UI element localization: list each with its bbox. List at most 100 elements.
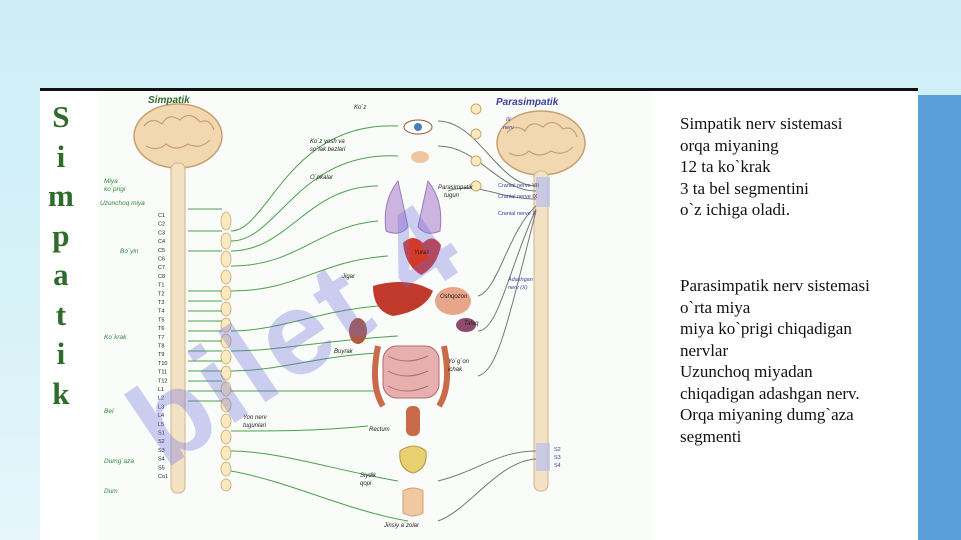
segment-label: S1 [158, 431, 165, 437]
segment-label: C4 [158, 239, 165, 245]
simpatik-letter: S [52, 99, 70, 134]
segment-label: S3 [158, 448, 165, 454]
organ-label-bladder-1: Siydik [360, 473, 377, 479]
sympathetic-chain [220, 211, 232, 492]
organ-label-spleen: Taloq [464, 321, 479, 327]
right-label-vagus-2: nerv (X) [508, 285, 528, 291]
segment-label: T7 [158, 335, 164, 341]
segment-label: C5 [158, 248, 165, 254]
organ-label-kidney: Buyrak [334, 349, 354, 355]
segment-label: T10 [158, 361, 167, 367]
parasimpatik-desc-line: Uzunchoq miyadan [680, 362, 813, 381]
right-label-s4: S4 [554, 463, 561, 469]
region-label: Uzunchoq miya [100, 200, 145, 207]
simpatik-desc-line: orqa miyaning [680, 135, 779, 155]
organ-label-glands-2: so`lak bezlari [310, 147, 346, 153]
simpatik-desc-line: Simpatik nerv sistemasi [680, 114, 843, 133]
segment-label: T2 [158, 291, 164, 297]
organ-label-bladder-2: qopi [360, 481, 372, 487]
organ-label-lungs: O`pkalar [310, 175, 334, 181]
segment-label: S2 [158, 439, 165, 445]
simpatik-letter: a [53, 257, 69, 292]
organ-label-chain-2: tugunlari [243, 423, 267, 429]
right-accent-panel [918, 95, 961, 540]
slide-content: Simpatik Parasimpatik [40, 91, 918, 540]
organ-label-intestine-2: ichak [448, 367, 463, 373]
region-label: Ko`krak [104, 334, 127, 341]
simpatik-letter: i [56, 138, 66, 174]
right-label-cranial-ix: Cranial nerve IX [498, 194, 538, 200]
segment-label: C1 [158, 213, 165, 219]
parasimpatik-desc-line: chiqadigan adashgan nerv. [680, 383, 860, 403]
segment-label: C8 [158, 274, 165, 280]
segment-label: S4 [158, 457, 165, 463]
region-label: Miya [104, 178, 118, 185]
organ-label-genital: Jinsiy a`zolar [383, 523, 420, 529]
segment-label: L1 [158, 387, 164, 393]
segment-label: T1 [158, 283, 164, 289]
simpatik-letter: i [56, 336, 66, 371]
simpatik-letter: p [52, 217, 70, 253]
organ-label-glands-1: Ko`z yosh va [310, 139, 345, 145]
right-label-nerve3b: nerv [503, 125, 515, 131]
simpatik-letter: t [55, 296, 67, 332]
segment-label: T8 [158, 344, 164, 350]
segment-label: L3 [158, 404, 164, 410]
segment-label: L2 [158, 396, 164, 402]
region-label: Dumg`aza [104, 458, 134, 465]
organ-label-trunk-1: Parasimpatik [438, 185, 474, 191]
sympathetic-fibers [188, 125, 409, 522]
organ-label-stomach: Oshqozon [440, 294, 468, 300]
simpatik-desc-line: o`z ichiga oladi. [680, 200, 790, 219]
parasimpatik-desc-line: miya ko`prigi chiqadigan [680, 319, 852, 338]
segment-label: C2 [158, 222, 165, 228]
parasimpatik-desc-line: o`rta miya [680, 297, 751, 317]
organ-label-liver: Jigar [341, 274, 356, 280]
segment-label: T6 [158, 326, 164, 332]
segment-label: T11 [158, 370, 167, 376]
right-label-s2: S2 [554, 447, 561, 453]
right-label-nerve3: III [506, 117, 511, 123]
segment-label: T9 [158, 352, 164, 358]
left-brain [133, 103, 223, 494]
organ-label-intestine-1: Yo`g`on [448, 359, 470, 365]
segment-label: T4 [158, 309, 164, 315]
segment-label: C6 [158, 257, 165, 263]
diagram-labels: Simpatik Parasimpatik Miyako`prigiUzunch… [100, 95, 561, 529]
region-label: Bo`yin [120, 248, 139, 255]
organ-label-chain-1: Yon nerv [243, 415, 268, 421]
right-label-cranial-x: Cranial nerve X [498, 211, 536, 217]
organ-label-eye: Ko`z [354, 105, 366, 111]
segment-label: T5 [158, 317, 164, 323]
region-label: ko`prigi [104, 186, 126, 193]
region-label: Dum [104, 488, 118, 495]
segment-label: S5 [158, 465, 165, 471]
organ-label-heart: Yurak [414, 250, 430, 256]
parasympathetic-fibers [437, 120, 537, 522]
right-label-s3: S3 [554, 455, 561, 461]
parasimpatik-desc-line: segmenti [680, 426, 742, 446]
segment-label: Co1 [158, 474, 168, 480]
simpatik-desc-line: 12 ta ko`krak [680, 157, 771, 176]
region-label: Bel [104, 408, 114, 415]
nervous-system-diagram: Simpatik Parasimpatik Miyako`prigiUzunch… [98, 91, 653, 540]
segment-label: C3 [158, 230, 165, 236]
parasimpatik-desc-line: nervlar [680, 340, 729, 360]
right-brain [496, 110, 586, 492]
top-divider-line [40, 88, 918, 91]
right-label-vagus-1: Adashgan [507, 277, 533, 283]
organ-label-trunk-2: tugun [444, 193, 460, 199]
segment-label: C7 [158, 265, 165, 271]
segment-label: L5 [158, 422, 164, 428]
organ-label-rectum: Rectum [369, 427, 390, 433]
simpatik-description: Simpatik nerv sistemasi orqa miyaning 12 t… [680, 113, 842, 221]
simpatik-letter: m [48, 178, 74, 213]
segment-label: L4 [158, 413, 164, 419]
segment-label: T3 [158, 300, 164, 306]
organs [349, 103, 482, 517]
segment-label: T12 [158, 378, 167, 384]
diagram-title-parasimpatik: Parasimpatik [496, 97, 559, 108]
right-label-cranial-vii: Cranial nerve VII [498, 183, 539, 189]
diagram-title-simpatik: Simpatik [148, 95, 190, 106]
